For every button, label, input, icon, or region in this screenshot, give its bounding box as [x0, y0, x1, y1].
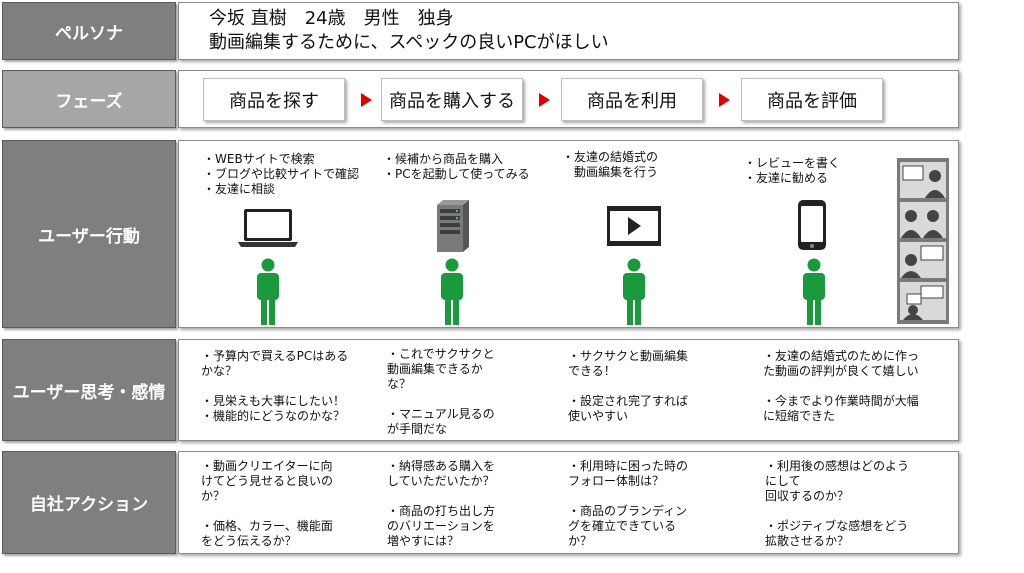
company-text-evaluate: ・利用後の感想はどのよう にして 回収するのか？ ・ポジティブな感想をどう 拡散… — [765, 459, 910, 548]
phase-use: 商品を利用 — [561, 78, 703, 121]
phase-arrow-3 — [719, 93, 730, 107]
persona-label: ペルソナ — [2, 2, 176, 60]
phase-label: フェーズ — [2, 70, 176, 128]
person-icon — [257, 258, 279, 325]
person-icon — [623, 258, 645, 325]
comic-review-icon — [897, 158, 949, 324]
thought-text-search: ・予算内で買えるPCはある かな？ ・見栄えも大事にしたい！ ・機能的にどうなの… — [201, 349, 349, 423]
company-text-purchase: ・納得感ある購入を していただいたか？ ・商品の打ち出し方 のバリエーションを … — [387, 459, 496, 548]
user-thought-label: ユーザー思考・感情 — [2, 339, 176, 441]
person-icon — [441, 258, 463, 325]
action-text-purchase: ・候補から商品を購入 ・PCを起動して使ってみる — [383, 152, 530, 181]
action-text-evaluate: ・レビューを書く ・友達に勧める — [744, 156, 841, 185]
phase-arrow-2 — [539, 93, 550, 107]
persona-profile: 今坂 直樹 24歳 男性 独身 — [209, 8, 454, 29]
company-text-search: ・動画クリエイターに向 けてどう見せると良いの か？ ・価格、カラー、機能面 を… — [201, 459, 334, 548]
video-player-icon — [607, 206, 661, 246]
laptop-icon — [238, 209, 298, 247]
persona-panel: 今坂 直樹 24歳 男性 独身 動画編集するために、スペックの良いPCがほしい — [178, 2, 959, 60]
action-text-use: ・友達の結婚式の 動画編集を行う — [562, 150, 659, 179]
phase-panel: 商品を探す 商品を購入する 商品を利用 商品を評価 — [178, 70, 959, 128]
thought-text-purchase: ・これでサクサクと 動画編集できるか な？ ・マニュアル見るの が手間だな — [387, 347, 495, 436]
thought-text-use: ・サクサクと動画編集 できる！ ・設定され完了すれば 使いやすい — [568, 349, 689, 423]
company-action-label: 自社アクション — [2, 451, 176, 554]
thought-text-evaluate: ・友達の結婚式のために作っ た動画の評判が良くて嬉しい ・今までより作業時間が大… — [763, 349, 920, 423]
user-action-label: ユーザー行動 — [2, 140, 176, 328]
action-text-search: ・WEBサイトで検索 ・ブログや比較サイトで確認 ・友達に相談 — [203, 152, 360, 196]
company-text-use: ・利用時に困った時の フォロー体制は？ ・商品のブランディン グを確立できている… — [568, 459, 689, 548]
smartphone-icon — [798, 200, 826, 250]
user-action-panel: ・WEBサイトで検索 ・ブログや比較サイトで確認 ・友達に相談 ・候補から商品を… — [178, 140, 959, 328]
phase-purchase: 商品を購入する — [381, 78, 523, 121]
phase-evaluate: 商品を評価 — [741, 78, 883, 121]
person-icon — [803, 258, 825, 325]
persona-goal: 動画編集するために、スペックの良いPCがほしい — [209, 32, 609, 53]
user-thought-panel: ・予算内で買えるPCはある かな？ ・見栄えも大事にしたい！ ・機能的にどうなの… — [178, 339, 959, 441]
company-action-panel: ・動画クリエイターに向 けてどう見せると良いの か？ ・価格、カラー、機能面 を… — [178, 451, 959, 554]
server-icon — [437, 200, 469, 252]
phase-search: 商品を探す — [203, 78, 345, 121]
phase-arrow-1 — [361, 93, 372, 107]
